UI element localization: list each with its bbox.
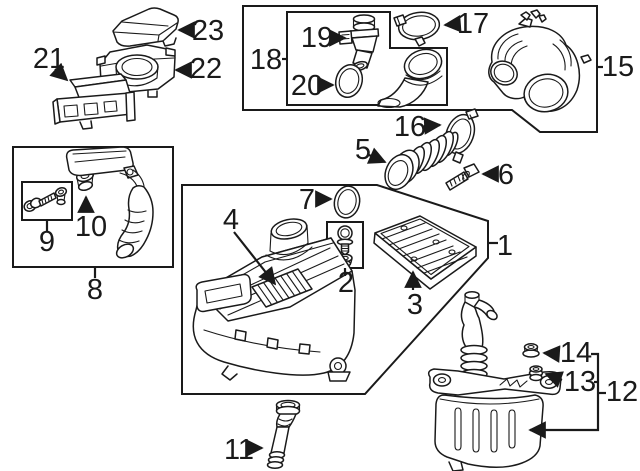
callout-5[interactable]: 5 [355, 134, 387, 166]
part-13-grommet [528, 365, 544, 382]
callout-16-leader [423, 117, 442, 135]
part-6-bolt [445, 163, 480, 191]
part-8-intake-duct [65, 146, 154, 259]
callout-13-leader [544, 371, 564, 388]
part-18-elbow-hose [377, 48, 443, 109]
callout-11-label[interactable]: 11 [224, 434, 254, 466]
callout-5-label[interactable]: 5 [355, 134, 371, 166]
callout-4-leader [233, 231, 277, 286]
callout-12-label[interactable]: 12 [606, 376, 638, 408]
kit-box-9 [21, 181, 73, 221]
callout-19-label[interactable]: 19 [301, 22, 333, 54]
callout-15-label[interactable]: 15 [602, 51, 634, 83]
callout-3[interactable]: 3 [404, 270, 423, 321]
callout-13-label[interactable]: 13 [564, 366, 596, 398]
callout-17[interactable]: 17 [443, 8, 489, 40]
part-19-sensor [338, 14, 380, 72]
callout-18[interactable]: 18 [250, 44, 287, 76]
callout-10-label[interactable]: 10 [75, 211, 107, 243]
part-7-seal-ring [333, 185, 361, 219]
part-5-intake-hose [384, 130, 459, 191]
callout-23[interactable]: 23 [177, 15, 224, 47]
callout-7-label[interactable]: 7 [299, 184, 315, 216]
callout-10[interactable]: 10 [75, 195, 107, 243]
callout-13[interactable]: 13 [544, 366, 596, 398]
callout-3-label[interactable]: 3 [407, 289, 423, 321]
callout-17-label[interactable]: 17 [457, 8, 489, 40]
kit-box-19-20 [286, 11, 448, 106]
kit-box-18 [242, 5, 598, 133]
part-22-upper-housing [96, 44, 176, 99]
callout-1[interactable]: 1 [489, 230, 513, 262]
callout-6[interactable]: 6 [481, 159, 514, 191]
callout-16-label[interactable]: 16 [394, 111, 426, 143]
assembly-box-1 [181, 184, 489, 395]
part-11-drain-tube [266, 399, 301, 469]
callout-5-leader [366, 147, 387, 164]
part-17-clamp [393, 11, 441, 47]
callout-1-label[interactable]: 1 [497, 230, 513, 262]
callout-21[interactable]: 21 [33, 43, 69, 82]
callout-17-leader [443, 15, 462, 33]
callout-9-label[interactable]: 9 [39, 226, 55, 258]
callout-8-label[interactable]: 8 [87, 274, 103, 306]
callout-11[interactable]: 11 [224, 434, 264, 466]
callout-23-label[interactable]: 23 [192, 15, 224, 47]
callout-2[interactable]: 2 [338, 267, 354, 299]
callout-14[interactable]: 14 [542, 337, 592, 369]
callout-8[interactable]: 8 [87, 268, 103, 306]
callout-20[interactable]: 20 [291, 70, 335, 102]
callout-21-leader [49, 62, 69, 82]
callout-22[interactable]: 22 [174, 53, 222, 85]
part-15-air-duct-hose [488, 9, 592, 113]
part-9-hardware [23, 187, 68, 212]
callout-14-label[interactable]: 14 [560, 337, 592, 369]
callout-15[interactable]: 15 [597, 51, 634, 83]
callout-6-label[interactable]: 6 [498, 159, 514, 191]
callout-21-label[interactable]: 21 [33, 43, 65, 75]
callout-22-label[interactable]: 22 [190, 53, 222, 85]
callout-12[interactable]: 12 [598, 376, 638, 408]
part-14-grommet [522, 343, 540, 358]
callout-4-label[interactable]: 4 [223, 204, 239, 236]
part-23-cover [112, 7, 179, 47]
callout-18-label[interactable]: 18 [250, 44, 282, 76]
part-4-air-cleaner-housing [192, 218, 356, 382]
callout-20-label[interactable]: 20 [291, 70, 323, 102]
part-20-o-ring [334, 63, 364, 99]
callout-9[interactable]: 9 [39, 221, 55, 258]
callout-16[interactable]: 16 [394, 111, 442, 143]
callout-19[interactable]: 19 [301, 22, 347, 54]
callout-4[interactable]: 4 [223, 204, 277, 286]
part-21-air-deflector [52, 73, 136, 130]
part-12-resonator [427, 291, 562, 471]
kit-box-8 [12, 146, 174, 268]
callout-2-label[interactable]: 2 [338, 267, 354, 299]
callout-14-leader [542, 345, 561, 363]
callout-7[interactable]: 7 [299, 184, 333, 216]
part-3-air-filter [373, 215, 477, 290]
